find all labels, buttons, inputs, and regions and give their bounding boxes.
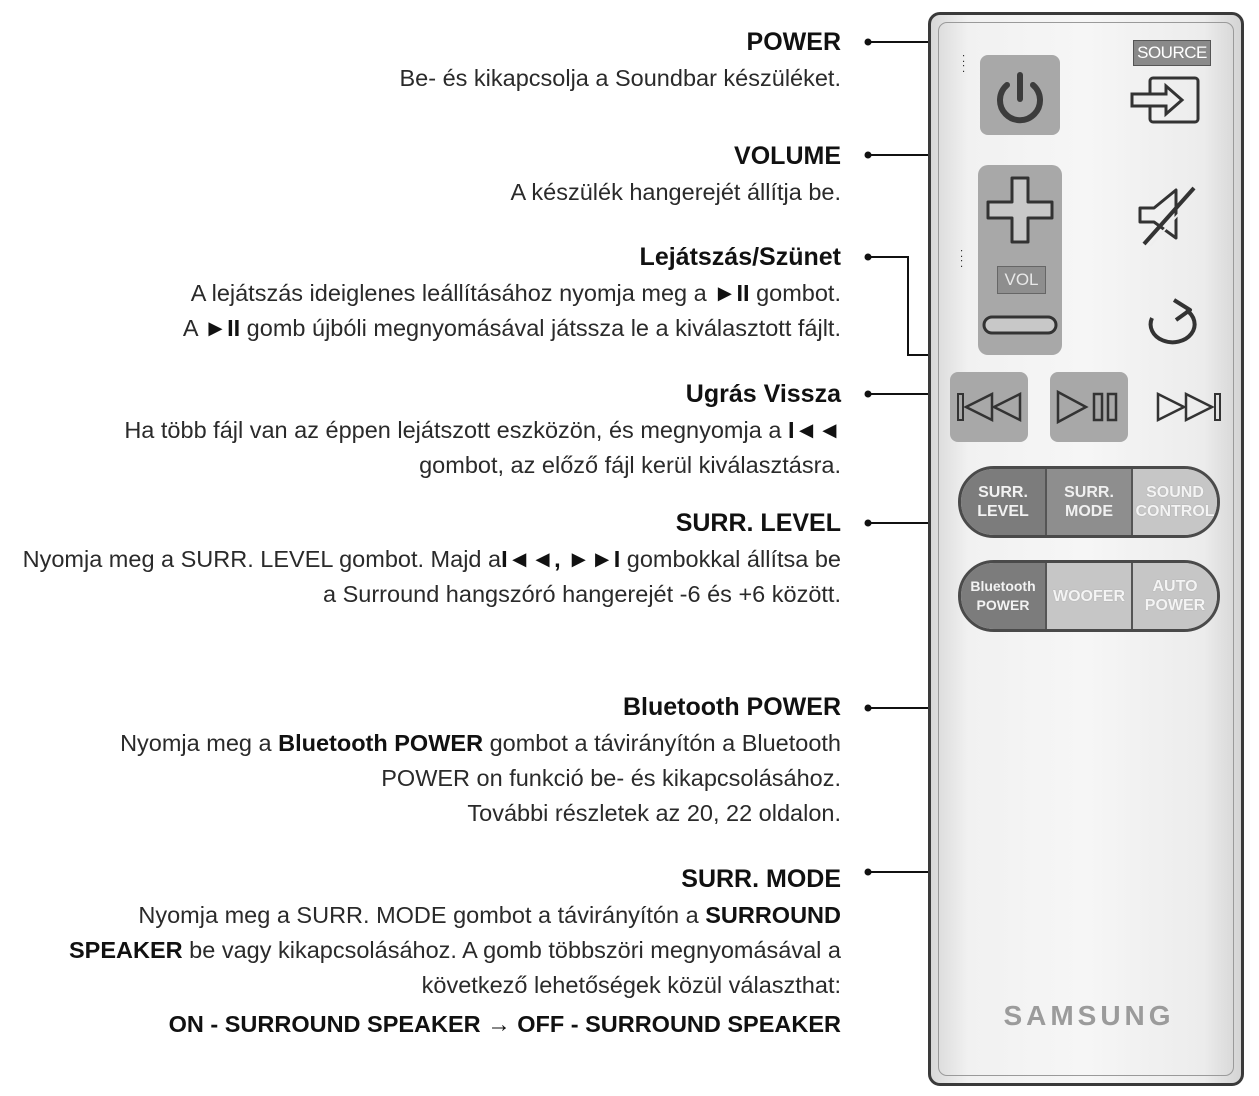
source-label: SOURCE (1133, 40, 1211, 66)
surround-button-row: SURR. LEVEL SURR. MODE SOUND CONTROL (958, 466, 1220, 538)
skip-back-title: Ugrás Vissza (685, 380, 841, 408)
vol-label: VOL (997, 266, 1046, 294)
bluetooth-power-button[interactable]: Bluetooth POWER (961, 563, 1045, 629)
surr-mode-desc-line2: SPEAKER be vagy kikapcsolásához. A gomb … (69, 937, 841, 963)
surr-mode-options: ON - SURROUND SPEAKER → OFF - SURROUND S… (168, 1011, 841, 1037)
surr-mode-callout: SURR. MODE Nyomja meg a SURR. MODE gombo… (69, 864, 841, 1042)
skip-back-callout: Ugrás Vissza Ha több fájl van az éppen l… (124, 379, 841, 483)
surr-level-callout: SURR. LEVEL Nyomja meg a SURR. LEVEL gom… (23, 508, 841, 612)
surr-level-desc-line2: a Surround hangszóró hangerejét -6 és +6… (323, 581, 841, 607)
surr-mode-title: SURR. MODE (681, 865, 841, 893)
power-icon (997, 72, 1043, 124)
bt-power-desc-line1: Nyomja meg a Bluetooth POWER gombot a tá… (120, 730, 841, 756)
play-pause-desc-line2: A ►II gomb újbóli megnyomásával játssza … (182, 315, 841, 341)
mute-icon[interactable] (1130, 180, 1210, 250)
woofer-button[interactable]: WOOFER (1045, 563, 1131, 629)
skip-icons: I◄◄, ►►I (501, 546, 621, 572)
auto-power-button[interactable]: AUTO POWER (1131, 563, 1217, 629)
power-desc: Be- és kikapcsolja a Soundbar készüléket… (399, 65, 841, 91)
volume-desc: A készülék hangerejét állítja be. (510, 179, 841, 205)
skip-back-icon (957, 391, 1022, 423)
surr-level-desc-line1: Nyomja meg a SURR. LEVEL gombot. Majd aI… (22, 546, 841, 572)
bt-power-desc-line2: POWER on funkció be- és kikapcsolásához. (381, 765, 841, 791)
bt-power-title: Bluetooth POWER (622, 693, 841, 721)
sound-control-button[interactable]: SOUND CONTROL (1131, 469, 1217, 535)
volume-dots: ⁚⁚ (960, 249, 964, 270)
source-icon[interactable] (1128, 70, 1208, 130)
surr-mode-desc-line1: Nyomja meg a SURR. MODE gombot a távirán… (138, 902, 841, 928)
skip-back-desc-line1: Ha több fájl van az éppen lejátszott esz… (124, 417, 841, 443)
skip-back-desc-line2: gombot, az előző fájl kerül kiválasztásr… (419, 452, 841, 478)
volume-up-icon[interactable] (978, 168, 1062, 252)
repeat-icon[interactable] (1130, 296, 1210, 358)
power-callout: POWER Be- és kikapcsolja a Soundbar kész… (399, 27, 841, 96)
skip-back-icon: I◄◄ (787, 417, 841, 443)
surr-mode-desc-line3: következő lehetőségek közül választhat: (421, 972, 841, 998)
power-dots: ⁚⁚ (962, 54, 966, 75)
surr-mode-button[interactable]: SURR. MODE (1045, 469, 1131, 535)
brand-logo: SAMSUNG (1003, 1000, 1175, 1031)
play-pause-desc-line1: A lejátszás ideiglenes leállításához nyo… (190, 280, 841, 306)
play-pause-callout: Lejátszás/Szünet A lejátszás ideiglenes … (183, 242, 841, 346)
play-pause-icon (1056, 389, 1118, 425)
remote-control (928, 12, 1244, 1086)
surr-level-title: SURR. LEVEL (675, 509, 841, 537)
power-button-row: Bluetooth POWER WOOFER AUTO POWER (958, 560, 1220, 632)
play-pause-title: Lejátszás/Szünet (639, 243, 841, 271)
volume-down-icon[interactable] (978, 310, 1062, 340)
skip-forward-icon[interactable] (1150, 372, 1230, 442)
play-pause-icon: ►II (713, 280, 750, 306)
bt-power-desc-line3: További részletek az 20, 22 oldalon. (467, 800, 841, 826)
bt-power-callout: Bluetooth POWER Nyomja meg a Bluetooth P… (120, 692, 841, 831)
play-pause-icon: ►II (203, 315, 241, 341)
power-title: POWER (746, 28, 841, 56)
volume-callout: VOLUME A készülék hangerejét állítja be. (510, 141, 841, 210)
volume-title: VOLUME (734, 142, 841, 170)
surr-level-button[interactable]: SURR. LEVEL (961, 469, 1045, 535)
